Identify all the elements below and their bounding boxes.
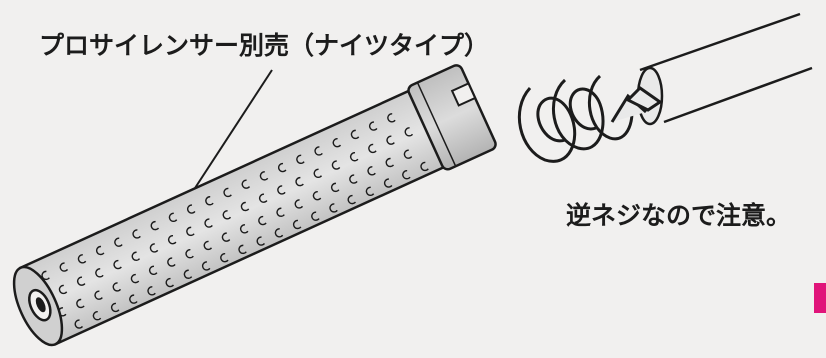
barrel bbox=[636, 12, 813, 126]
reverse-thread-note: 逆ネジなので注意。 bbox=[566, 201, 792, 230]
reverse-rotation-arrow bbox=[517, 74, 663, 163]
knurl-holes bbox=[41, 113, 429, 329]
edge-marker bbox=[814, 283, 826, 313]
silencer-body bbox=[12, 64, 497, 347]
silencer-caption: プロサイレンサー別売（ナイツタイプ） bbox=[39, 31, 490, 60]
leader-line bbox=[181, 69, 273, 209]
